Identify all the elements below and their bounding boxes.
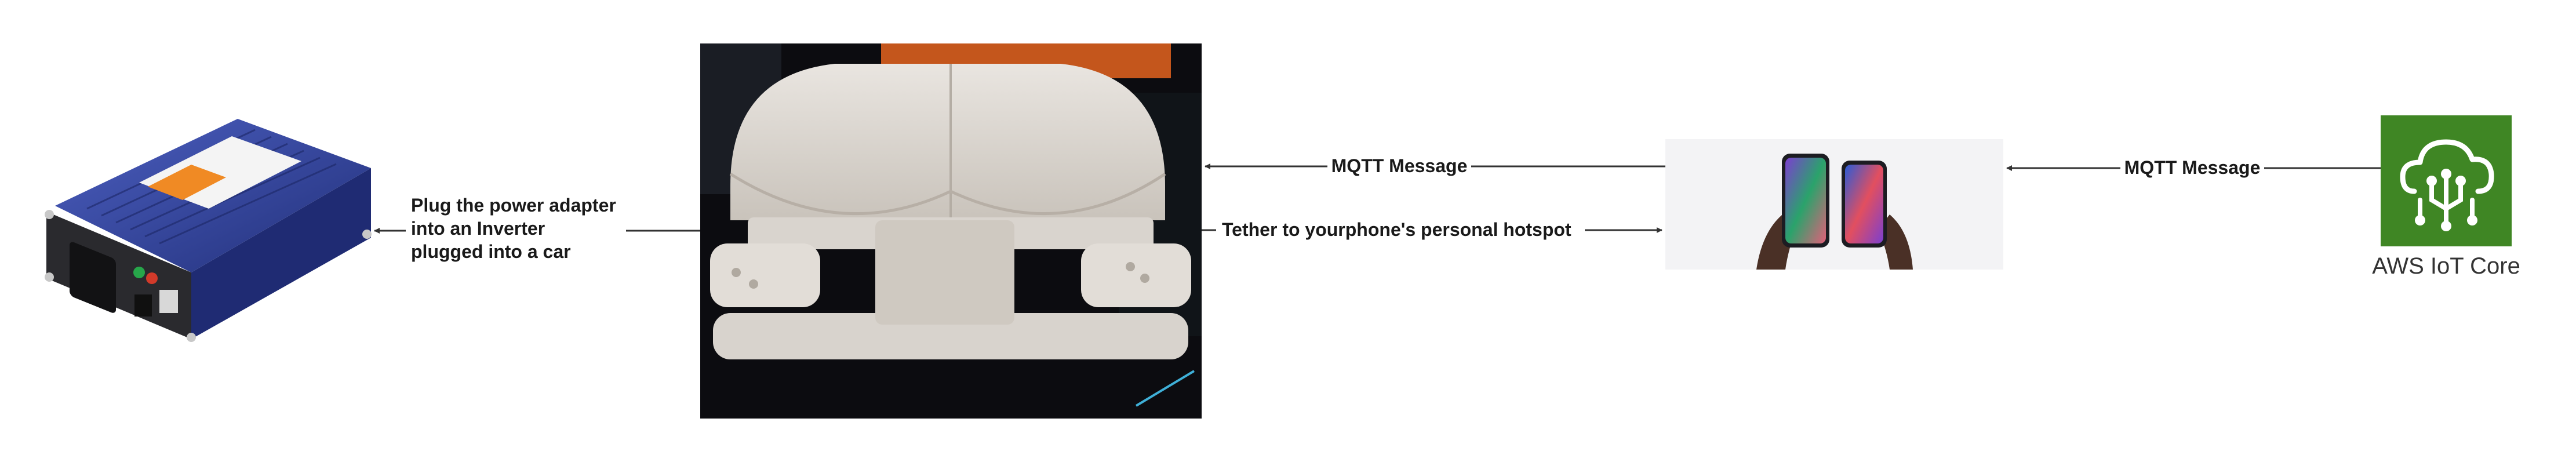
edge-label-line-1: Plug the power adapter	[411, 195, 616, 216]
edge-label-line-2: into an Inverter	[411, 218, 545, 239]
edge-label-line-3: plugged into a car	[411, 241, 571, 262]
edge-device-to-inverter: Plug the power adapter into an Inverter …	[374, 188, 700, 270]
edge-device-to-phone: Tether to yourphone's personal hotspot	[1202, 217, 1662, 243]
aws-iot-core-node: AWS IoT Core	[2372, 115, 2520, 279]
aws-iot-core-label: AWS IoT Core	[2372, 253, 2520, 279]
edge-label-mqtt-message: MQTT Message	[1331, 155, 1468, 176]
edge-phone-to-device: MQTT Message	[1205, 154, 1665, 179]
edge-label-mqtt-message: MQTT Message	[2124, 157, 2261, 178]
device-photo	[700, 43, 1202, 419]
edge-aws-to-phone: MQTT Message	[2006, 155, 2381, 181]
edge-label-tether: Tether to yourphone's personal hotspot	[1222, 219, 1571, 240]
smartphones-image	[1665, 139, 2003, 270]
edge-label-power-adapter: Plug the power adapter into an Inverter …	[411, 195, 621, 262]
power-inverter-image	[45, 119, 372, 342]
